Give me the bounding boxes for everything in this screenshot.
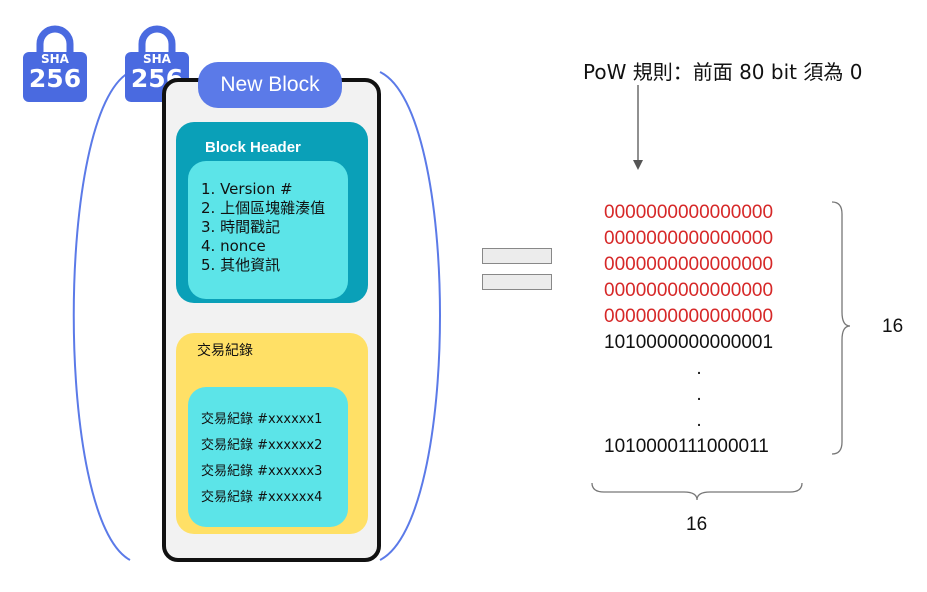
header-item: 5. 其他資訊 bbox=[201, 256, 281, 274]
header-item: 4. nonce bbox=[201, 237, 266, 255]
transactions-list: 交易紀錄 #xxxxxx1 交易紀錄 #xxxxxx2 交易紀錄 #xxxxxx… bbox=[201, 407, 322, 511]
right-brace bbox=[831, 201, 851, 455]
bit-row-zero: 0000000000000000 bbox=[604, 306, 774, 327]
header-item: 3. 時間戳記 bbox=[201, 218, 281, 236]
rows-count-label: 16 bbox=[882, 316, 904, 337]
bit-row-zero: 0000000000000000 bbox=[604, 202, 774, 223]
header-item: 1. Version # bbox=[201, 180, 293, 198]
lock-label-num: 256 bbox=[28, 64, 82, 93]
bit-row-last: 1010000111000011 bbox=[604, 436, 769, 457]
bit-row-ellipsis: . bbox=[696, 384, 702, 405]
block-header-title: Block Header bbox=[205, 139, 301, 156]
block-header-inner bbox=[188, 161, 348, 299]
bottom-brace bbox=[591, 482, 803, 501]
equals-bar-top bbox=[482, 248, 552, 264]
bit-row-zero: 0000000000000000 bbox=[604, 280, 774, 301]
block-header-list: 1. Version # 2. 上個區塊雜湊值 3. 時間戳記 4. nonce… bbox=[201, 180, 325, 275]
bit-row-ellipsis: . bbox=[696, 410, 702, 431]
left-parenthesis bbox=[72, 71, 131, 561]
lock-label-top: SHA bbox=[41, 52, 69, 66]
bit-row-first: 1010000000000001 bbox=[604, 332, 774, 353]
transaction-item: 交易紀錄 #xxxxxx3 bbox=[201, 464, 323, 479]
transactions-inner bbox=[188, 387, 348, 527]
header-item: 2. 上個區塊雜湊值 bbox=[201, 199, 326, 217]
hash-bits: 0000000000000000 0000000000000000 000000… bbox=[604, 200, 794, 460]
equals-bar-bottom bbox=[482, 274, 552, 290]
bit-row-zero: 0000000000000000 bbox=[604, 254, 774, 275]
sha256-lock-1: SHA 256 bbox=[22, 24, 92, 102]
transaction-item: 交易紀錄 #xxxxxx1 bbox=[201, 412, 323, 427]
bit-row-ellipsis: . bbox=[696, 358, 702, 379]
transaction-item: 交易紀錄 #xxxxxx2 bbox=[201, 438, 323, 453]
right-parenthesis bbox=[379, 71, 441, 561]
bit-row-zero: 0000000000000000 bbox=[604, 228, 774, 249]
new-block-badge: New Block bbox=[198, 62, 342, 108]
pow-rule-text: PoW 規則：前面 80 bit 須為 0 bbox=[583, 60, 863, 84]
lock-label-top: SHA bbox=[143, 52, 171, 66]
lock-icon bbox=[23, 25, 87, 102]
transaction-item: 交易紀錄 #xxxxxx4 bbox=[201, 490, 323, 505]
columns-count-label: 16 bbox=[686, 514, 708, 535]
transactions-title: 交易紀錄 bbox=[197, 343, 253, 359]
rule-arrow-head bbox=[633, 160, 643, 170]
